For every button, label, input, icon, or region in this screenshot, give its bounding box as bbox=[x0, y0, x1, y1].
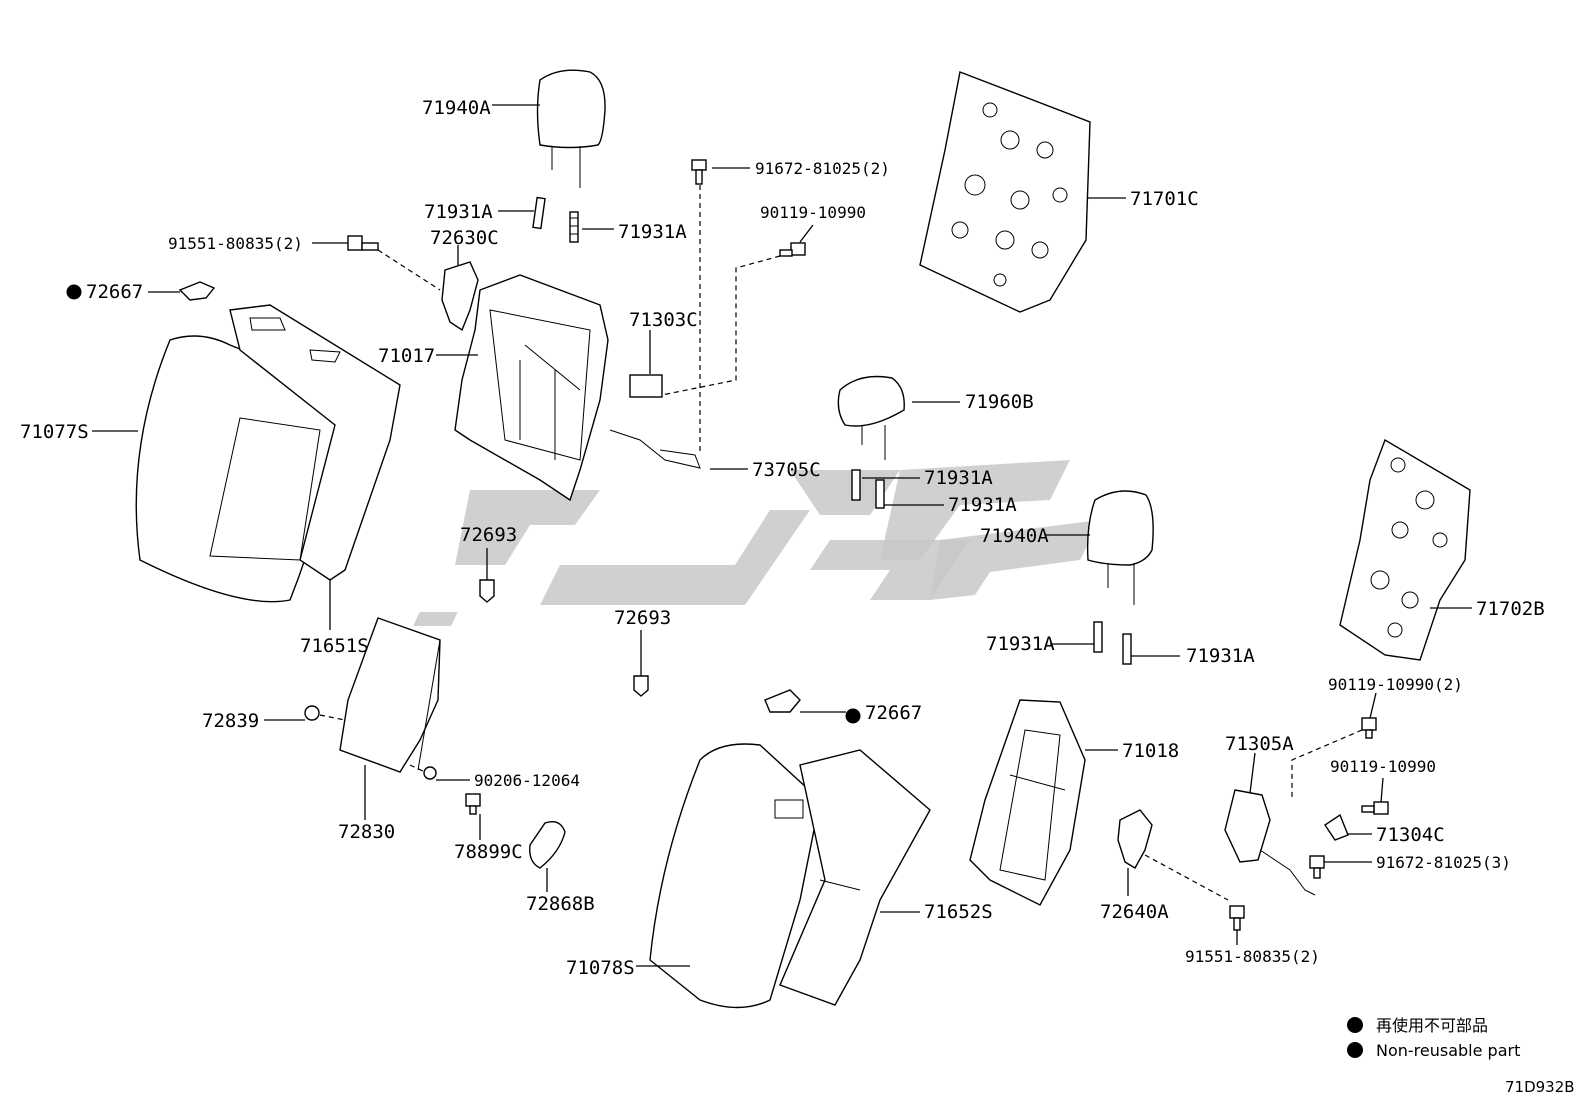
part-label: 71017 bbox=[378, 345, 435, 367]
part-label: 71940A bbox=[422, 97, 491, 119]
part-label: 91551-80835(2) bbox=[1185, 947, 1320, 966]
part-label: 91672-81025(3) bbox=[1376, 853, 1511, 872]
seat-back-pad-icon bbox=[229, 304, 401, 581]
washer-icon bbox=[423, 766, 437, 780]
part-label: 72667 bbox=[86, 281, 143, 303]
headrest-icon bbox=[1086, 490, 1154, 605]
part-label: 71651S bbox=[300, 635, 369, 657]
clip-icon bbox=[479, 579, 649, 697]
part-label: 72693 bbox=[614, 607, 671, 629]
lock-icon bbox=[629, 374, 663, 398]
bolt-icon bbox=[347, 235, 379, 251]
clip-icon bbox=[764, 689, 801, 713]
seat-back-board-icon bbox=[1339, 438, 1471, 661]
armrest-icon bbox=[339, 617, 441, 773]
guide-bolt-icon bbox=[1093, 621, 1132, 665]
bracket-icon bbox=[1117, 809, 1153, 869]
lock-icon bbox=[1224, 789, 1316, 896]
headrest-icon bbox=[837, 375, 905, 460]
part-label: 72839 bbox=[202, 710, 259, 732]
part-label: 71931A bbox=[1186, 645, 1255, 667]
bolt-icon bbox=[779, 242, 806, 257]
part-label: 91672-81025(2) bbox=[755, 159, 890, 178]
seat-back-pad-icon bbox=[779, 749, 931, 1006]
bolt-icon bbox=[1361, 717, 1389, 815]
part-illustrations bbox=[66, 69, 1471, 1058]
clip-icon bbox=[178, 281, 216, 301]
bolt-icon bbox=[1229, 905, 1245, 931]
part-label: 71931A bbox=[924, 467, 993, 489]
part-label: 73705C bbox=[752, 459, 821, 481]
part-label: 71931A bbox=[618, 221, 687, 243]
part-label: 72630C bbox=[430, 227, 499, 249]
part-label: 71304C bbox=[1376, 824, 1445, 846]
part-label: 71652S bbox=[924, 901, 993, 923]
legend-dot-icon bbox=[1347, 1042, 1363, 1058]
part-label: 90119-10990 bbox=[1330, 757, 1436, 776]
part-label: 71960B bbox=[965, 391, 1034, 413]
lock-cover-icon bbox=[1324, 813, 1349, 841]
part-label: 71931A bbox=[424, 201, 493, 223]
legend-label-ja: 再使用不可部品 bbox=[1376, 1016, 1488, 1035]
part-label: 78899C bbox=[454, 841, 523, 863]
part-label: 71305A bbox=[1225, 733, 1294, 755]
part-label: 71702B bbox=[1476, 598, 1545, 620]
non-reusable-dot-icon bbox=[66, 284, 82, 300]
legend-label-en: Non-reusable part bbox=[1376, 1041, 1520, 1060]
cap-icon bbox=[304, 705, 320, 721]
guide-bolt-icon bbox=[532, 196, 579, 243]
part-label: 71701C bbox=[1130, 188, 1199, 210]
part-label: 71018 bbox=[1122, 740, 1179, 762]
part-label: 72640A bbox=[1100, 901, 1169, 923]
part-labels: 71940A 91672-81025(2) 71931A 71931A 9011… bbox=[20, 97, 1545, 979]
part-label: 91551-80835(2) bbox=[168, 234, 303, 253]
part-label: 72868B bbox=[526, 893, 595, 915]
seat-back-cushion-icon bbox=[649, 743, 821, 1009]
leader-lines bbox=[92, 104, 1472, 967]
seat-frame-icon bbox=[454, 274, 609, 502]
part-label: 72693 bbox=[460, 524, 517, 546]
part-label: 90119-10990(2) bbox=[1328, 675, 1463, 694]
part-label: 71303C bbox=[629, 309, 698, 331]
part-label: 90206-12064 bbox=[474, 771, 580, 790]
part-label: 90119-10990 bbox=[760, 203, 866, 222]
part-label: 72830 bbox=[338, 821, 395, 843]
part-label: 72667 bbox=[865, 702, 922, 724]
guide-bolt-icon bbox=[851, 469, 885, 509]
part-label: 71931A bbox=[948, 494, 1017, 516]
seat-frame-icon bbox=[969, 699, 1086, 906]
part-label: 71940A bbox=[980, 525, 1049, 547]
bolt-icon bbox=[465, 793, 481, 815]
part-label: 71931A bbox=[986, 633, 1055, 655]
cable-icon bbox=[609, 429, 701, 469]
non-reusable-dot-icon bbox=[845, 708, 861, 724]
bolt-icon bbox=[1309, 855, 1325, 879]
seat-back-board-icon bbox=[919, 71, 1091, 313]
part-label: 71078S bbox=[566, 957, 635, 979]
legend: 再使用不可部品 Non-reusable part bbox=[1376, 1016, 1520, 1060]
legend-dot-icon bbox=[1347, 1017, 1363, 1033]
bolt-icon bbox=[691, 159, 707, 185]
headrest-icon bbox=[536, 69, 606, 188]
part-label: 71077S bbox=[20, 421, 89, 443]
drawing-code: 71D932B bbox=[1505, 1078, 1575, 1096]
cover-icon bbox=[529, 820, 566, 869]
watermark-logo bbox=[413, 460, 1100, 626]
bracket-icon bbox=[441, 261, 479, 332]
